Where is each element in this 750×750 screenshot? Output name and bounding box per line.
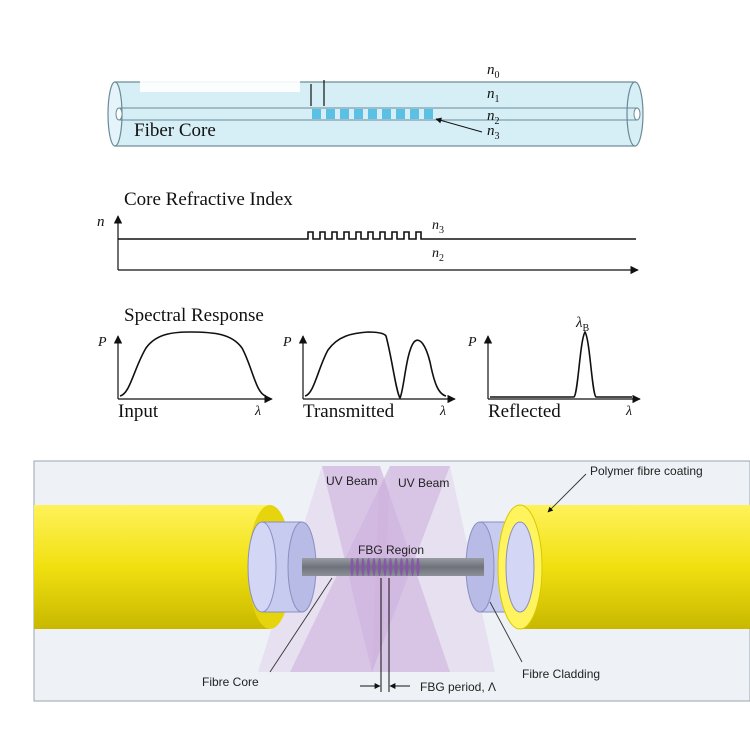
reflected-spectrum-curve bbox=[490, 330, 632, 398]
fbg-region-label: FBG Region bbox=[358, 543, 424, 557]
index-profile-line bbox=[118, 231, 636, 240]
index-label-n3: n3 bbox=[487, 123, 500, 142]
index-label-n1: n1 bbox=[487, 86, 500, 105]
grating-block bbox=[312, 109, 321, 119]
reflected-y-label: P bbox=[467, 335, 477, 350]
fbg-ring bbox=[394, 558, 398, 576]
reflected-x-label: λ bbox=[625, 404, 632, 419]
bragg-grating bbox=[312, 109, 433, 119]
grating-block bbox=[354, 109, 363, 119]
reflected-peak-label: λB bbox=[575, 315, 590, 334]
index-label-n0: n0 bbox=[487, 62, 500, 81]
coating-right bbox=[520, 505, 750, 629]
index-label-n2: n2 bbox=[487, 108, 500, 127]
fiber-core-label: Fiber Core bbox=[134, 120, 216, 141]
fbg-ring bbox=[383, 558, 387, 576]
core-end-left bbox=[115, 107, 123, 121]
fbg-ring bbox=[355, 558, 360, 576]
fbg-ring bbox=[366, 558, 371, 576]
fbg-writing-illustration: UV Beam UV Beam FBG Region Polymer fibre… bbox=[33, 460, 750, 702]
coating-left bbox=[34, 505, 270, 629]
grating-block bbox=[396, 109, 405, 119]
cladding-label: Fibre Cladding bbox=[522, 667, 600, 681]
index-upper-label: n3 bbox=[432, 218, 444, 236]
fbg-ring bbox=[416, 558, 420, 576]
spectral-response: Spectral Response P Input λ P Transmitte… bbox=[97, 305, 641, 422]
fbg-region-gratings bbox=[350, 558, 420, 576]
uv-beam-right-label: UV Beam bbox=[398, 476, 449, 490]
grating-block bbox=[424, 109, 433, 119]
n3-pointer-arrow bbox=[435, 117, 483, 133]
fiber-cladding-highlight bbox=[140, 78, 300, 92]
coating-leader-line bbox=[547, 473, 587, 513]
core-leader-line bbox=[269, 577, 333, 673]
fbg-ring bbox=[372, 558, 376, 576]
fibre-core bbox=[302, 558, 484, 576]
fbg-ring bbox=[405, 558, 409, 576]
input-spectrum-curve bbox=[119, 331, 267, 397]
refractive-index-title: Core Refractive Index bbox=[124, 189, 293, 210]
fbg-ring bbox=[399, 558, 404, 576]
transmitted-x-label: λ bbox=[439, 404, 446, 419]
transmitted-y-label: P bbox=[282, 335, 292, 350]
grating-block bbox=[410, 109, 419, 119]
refractive-index-axis-label: n bbox=[97, 214, 105, 230]
coating-label: Polymer fibre coating bbox=[590, 464, 703, 478]
reflected-caption: Reflected bbox=[488, 401, 561, 422]
fbg-period-label: FBG period, Λ bbox=[420, 680, 496, 694]
input-y-label: P bbox=[97, 335, 107, 350]
cladding-left-back bbox=[247, 521, 277, 613]
transmitted-spectrum-curve bbox=[304, 331, 447, 400]
fbg-ring bbox=[388, 558, 393, 576]
fbg-ring bbox=[377, 558, 382, 576]
grating-block bbox=[326, 109, 335, 119]
input-caption: Input bbox=[118, 401, 159, 422]
refractive-index-profile: Core Refractive Index n n3 n2 bbox=[97, 189, 639, 275]
cladding-leader-line bbox=[489, 601, 523, 663]
spectral-panel-reflected: P λB Reflected λ bbox=[467, 315, 641, 422]
spectral-panel-transmitted: P Transmitted λ bbox=[282, 331, 456, 422]
input-x-label: λ bbox=[254, 404, 261, 419]
spectral-panel-input: P Input λ bbox=[97, 331, 273, 422]
transmitted-caption: Transmitted bbox=[303, 401, 395, 422]
grating-block bbox=[340, 109, 349, 119]
uv-beam-left-label: UV Beam bbox=[326, 474, 377, 488]
core-end-right bbox=[633, 107, 641, 121]
spectral-response-title: Spectral Response bbox=[124, 305, 264, 326]
core-label: Fibre Core bbox=[202, 675, 259, 689]
grating-block bbox=[368, 109, 377, 119]
index-lower-label: n2 bbox=[432, 246, 444, 264]
grating-block bbox=[382, 109, 391, 119]
fbg-ring bbox=[361, 558, 365, 576]
fbg-ring bbox=[350, 558, 354, 576]
fbg-ring bbox=[410, 558, 415, 576]
cladding-right-end bbox=[505, 521, 535, 613]
fiber-illustration: Fiber Core n0 n1 n2 n3 bbox=[107, 62, 644, 147]
